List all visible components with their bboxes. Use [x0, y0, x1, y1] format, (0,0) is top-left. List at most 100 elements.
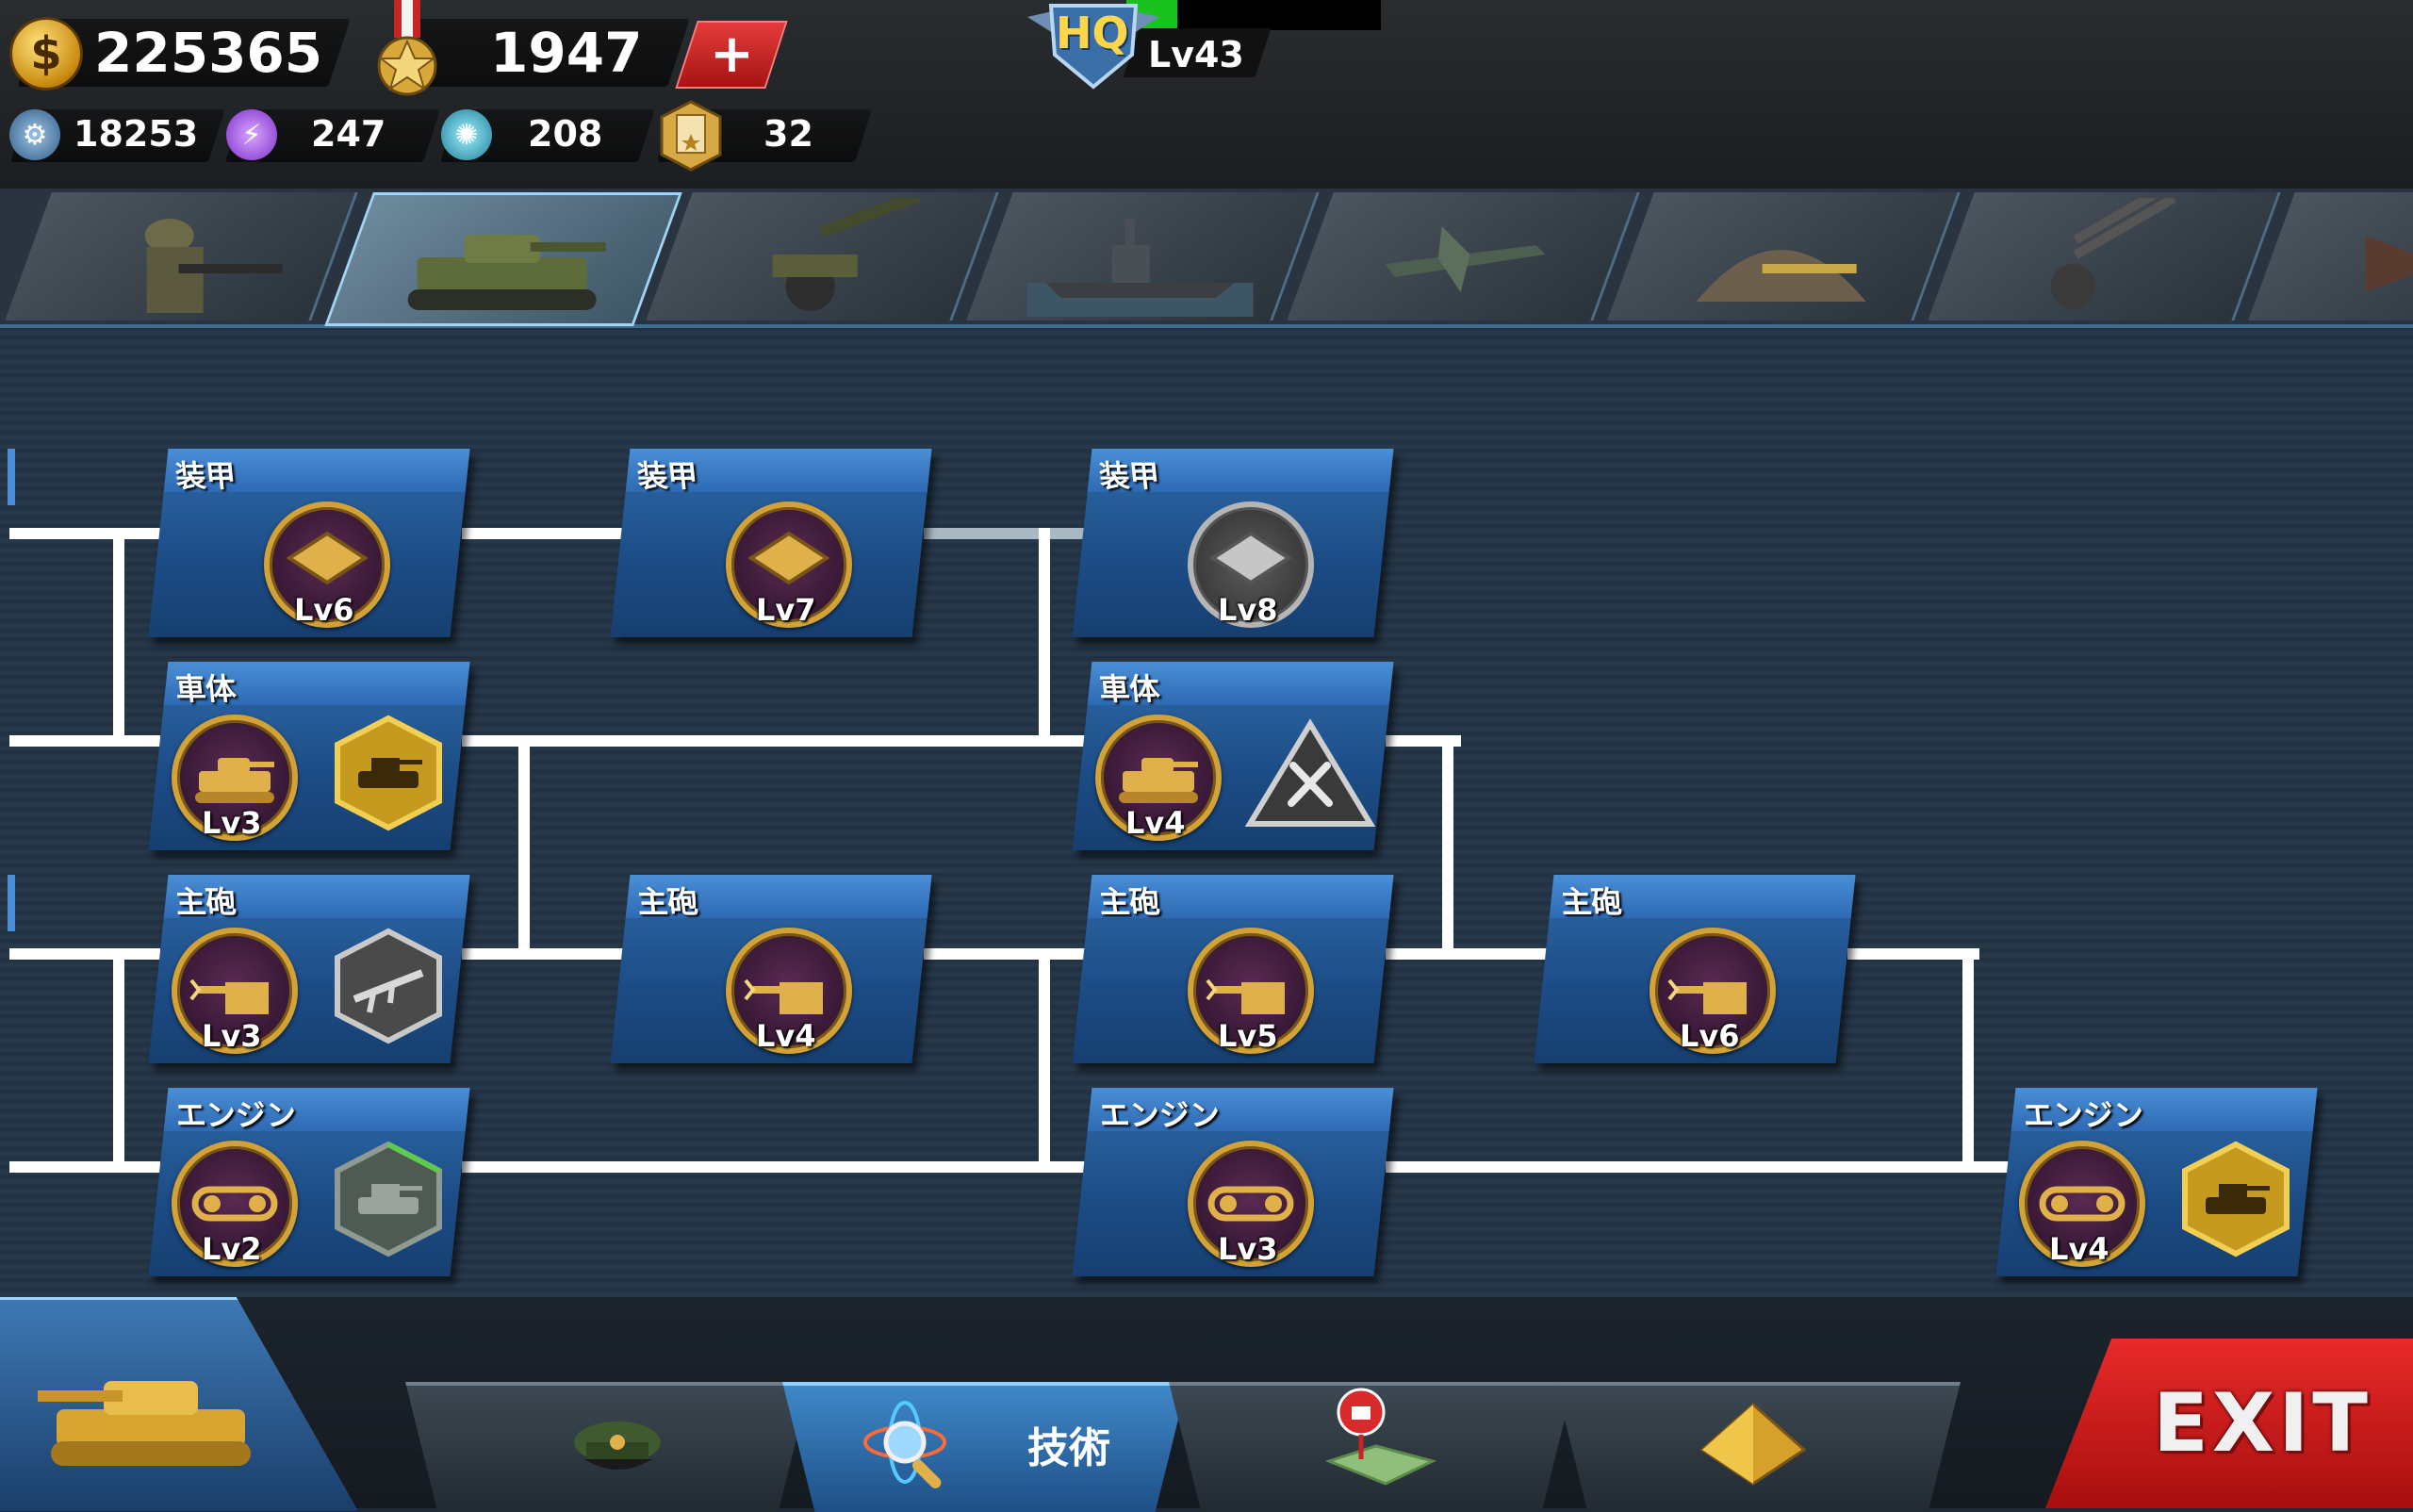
tech-node-armor-lv7[interactable]: 装甲 Lv7 [610, 449, 932, 637]
category-tank[interactable] [324, 192, 682, 326]
connector [1039, 948, 1050, 1167]
node-level: Lv6 [1680, 1018, 1740, 1054]
node-title: エンジン [173, 1097, 299, 1133]
node-title: 装甲 [173, 458, 238, 494]
category-infantry[interactable] [5, 192, 358, 320]
connector [462, 528, 632, 539]
armor-plate-icon [747, 531, 830, 585]
gold-pyramid-icon [1699, 1402, 1807, 1486]
category-bunker[interactable] [1607, 192, 1961, 320]
tech-tree: 装甲 Lv6 装甲 Lv7 装甲 Lv8 車体 [0, 328, 2413, 1297]
engine-medal [1188, 1141, 1314, 1267]
node-body: 主砲 Lv5 [1082, 875, 1384, 1063]
node-body: 装甲 Lv8 [1082, 449, 1384, 637]
connector [113, 528, 124, 747]
connector [462, 948, 632, 960]
node-body: 主砲 Lv4 [620, 875, 922, 1063]
artillery-icon [772, 198, 922, 311]
tank-hull-icon [195, 758, 274, 803]
tab-pyramid[interactable] [1555, 1382, 1961, 1512]
research-magnifier-icon [863, 1401, 946, 1488]
node-body: エンジン Lv4 [2006, 1088, 2307, 1276]
tech-node-engine-lv4[interactable]: エンジン Lv4 [1995, 1088, 2318, 1276]
gear-amount: 18253 [74, 113, 199, 155]
category-aircraft[interactable] [1287, 192, 1640, 320]
node-level: Lv6 [294, 592, 354, 628]
category-anti-air[interactable] [1928, 192, 2281, 320]
tech-node-armor-lv8[interactable]: 装甲 Lv8 [1072, 449, 1394, 637]
node-level: Lv8 [1218, 592, 1278, 628]
gold-amount: 225365 [94, 21, 323, 85]
node-title: 主砲 [1097, 884, 1162, 920]
node-body: 装甲 Lv7 [620, 449, 922, 637]
gold-coin-symbol: $ [30, 27, 62, 80]
node-body: 主砲 Lv3 [158, 875, 460, 1063]
node-body: 車体 Lv3 [158, 662, 460, 850]
tech-node-gun-lv5[interactable]: 主砲 Lv5 [1072, 875, 1394, 1063]
node-body: エンジン Lv3 [1082, 1088, 1384, 1276]
node-level: Lv4 [1125, 805, 1186, 841]
tech-node-gun-lv6[interactable]: 主砲 Lv6 [1534, 875, 1856, 1063]
infantry-icon [144, 219, 283, 313]
tech-node-hull-lv3[interactable]: 車体 Lv3 [148, 662, 470, 850]
connector [8, 449, 15, 505]
category-bomber[interactable] [2248, 192, 2413, 320]
node-level: Lv4 [2049, 1231, 2109, 1267]
unit-category-strip [0, 189, 2413, 328]
gold-coin-icon: $ [9, 17, 83, 90]
connector [8, 875, 15, 931]
aircraft-icon [1385, 226, 1546, 292]
engine-medal [2019, 1141, 2145, 1267]
node-title: 車体 [1097, 671, 1162, 707]
tab-technology[interactable] [782, 1382, 1188, 1512]
tank-icon [407, 235, 606, 310]
tech-node-hull-lv4[interactable]: 車体 Lv4 [1072, 662, 1394, 850]
bomber-icon [2365, 236, 2413, 292]
hq-level: Lv43 [1148, 34, 1244, 75]
node-level: Lv7 [756, 592, 816, 628]
exit-label: EXIT [2153, 1376, 2372, 1471]
cannon-icon [1206, 978, 1285, 1014]
repair-tools-icon [1244, 718, 1376, 827]
armor-plate-icon [286, 531, 369, 585]
top-resource-bar: $ 225365 1947 + Lv43 HQ ⚙ 18253 ⚡ 247 ✺ … [0, 0, 2413, 189]
exit-button[interactable]: EXIT [2045, 1339, 2413, 1508]
engine-medal [172, 1141, 298, 1267]
gear-icon: ⚙ [9, 109, 60, 160]
node-level: Lv3 [1218, 1231, 1278, 1267]
armor-medal-locked [1188, 501, 1314, 628]
map-pin-icon [1324, 1388, 1437, 1486]
connector [1847, 948, 1979, 960]
tech-node-engine-lv2[interactable]: エンジン Lv2 [148, 1088, 470, 1276]
cannon-icon [744, 978, 823, 1014]
cannon-icon [189, 978, 269, 1014]
bottom-nav-bar: 技術 [0, 1297, 2413, 1512]
track-wheel-icon [2039, 1186, 2126, 1222]
tech-node-armor-lv6[interactable]: 装甲 Lv6 [148, 449, 470, 637]
connector [924, 948, 1093, 960]
connector [1039, 528, 1050, 747]
category-artillery[interactable] [646, 192, 999, 320]
connector [9, 735, 160, 747]
buy-medals-button[interactable]: + [675, 21, 788, 89]
node-title: 主砲 [635, 884, 700, 920]
cannon-icon [1667, 978, 1747, 1014]
tab-map[interactable] [1169, 1382, 1574, 1512]
atom-amount: 208 [528, 113, 603, 155]
category-navy[interactable] [966, 192, 1320, 320]
medals-amount: 1947 [490, 21, 643, 85]
tech-node-gun-lv4[interactable]: 主砲 Lv4 [610, 875, 932, 1063]
node-title: 主砲 [1559, 884, 1624, 920]
tab-officer[interactable] [405, 1382, 811, 1512]
hq-label: HQ [1056, 8, 1129, 58]
hq-shield-icon[interactable] [1023, 0, 1164, 90]
node-title: エンジン [1097, 1097, 1223, 1133]
connector [113, 948, 124, 1167]
connector [9, 948, 160, 960]
tech-node-engine-lv3[interactable]: エンジン Lv3 [1072, 1088, 1394, 1276]
connector [518, 735, 530, 954]
tech-node-gun-lv3[interactable]: 主砲 Lv3 [148, 875, 470, 1063]
connector [1386, 948, 1555, 960]
gold-tank-icon [38, 1381, 251, 1466]
armor-medal [726, 501, 852, 628]
